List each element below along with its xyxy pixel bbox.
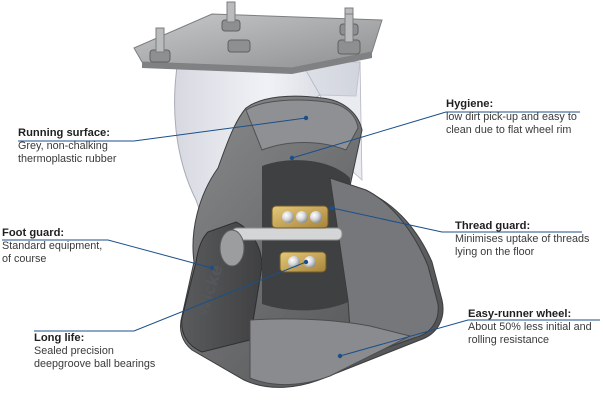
callout-foot-guard-title: Foot guard: xyxy=(2,227,65,239)
callout-foot-guard-line-1: Standard equipment, xyxy=(2,240,103,252)
callout-running-surface-line-2: thermoplastic rubber xyxy=(18,153,117,165)
bolt-center xyxy=(227,39,251,53)
running-surface-tread xyxy=(245,99,359,151)
leader-foot-guard xyxy=(2,239,213,269)
dot-hygiene xyxy=(289,155,295,161)
callout-hygiene-line-1: low dirt pick-up and easy to xyxy=(446,111,577,123)
dot-easy-runner xyxy=(337,353,343,359)
callout-long-life-line-2: deepgroove ball bearings xyxy=(34,358,156,370)
callout-hygiene-title: Hygiene: xyxy=(446,98,494,110)
callout-running-surface: Running surface: Grey, non-chalking ther… xyxy=(18,126,116,166)
callout-easy-runner-line-2: rolling resistance xyxy=(468,334,550,346)
mounting-plate-edge xyxy=(142,52,372,74)
callout-foot-guard: Foot guard: Standard equipment, of cours… xyxy=(2,226,102,266)
callout-hygiene: Hygiene: low dirt pick-up and easy to cl… xyxy=(446,97,577,137)
callout-long-life-line-1: Sealed precision xyxy=(34,345,114,357)
dot-long-life xyxy=(303,259,309,265)
dot-thread-guard xyxy=(329,205,335,211)
callout-running-surface-line-1: Grey, non-chalking xyxy=(18,140,108,152)
bolt-front-left xyxy=(149,27,171,63)
callout-thread-guard: Thread guard: Minimises uptake of thread… xyxy=(455,219,589,259)
callout-long-life-title: Long life: xyxy=(34,332,85,344)
leader-easy-runner xyxy=(339,319,600,357)
callout-thread-guard-line-1: Minimises uptake of threads xyxy=(455,233,590,245)
leader-thread-guard xyxy=(331,207,582,233)
thread-guard-wall xyxy=(329,177,439,361)
lower-ball-bearing xyxy=(279,251,327,273)
callout-easy-runner-line-1: About 50% less initial and xyxy=(468,321,592,333)
leader-running-surface xyxy=(18,117,307,142)
callout-easy-runner: Easy-runner wheel: About 50% less initia… xyxy=(468,307,592,347)
leader-hygiene xyxy=(291,111,580,159)
bolt-rear-left xyxy=(221,1,241,32)
dot-running-surface xyxy=(303,115,309,121)
axle xyxy=(231,227,343,241)
callout-thread-guard-line-2: lying on the floor xyxy=(455,246,535,258)
dot-foot-guard xyxy=(209,265,215,271)
callout-easy-runner-title: Easy-runner wheel: xyxy=(468,308,572,320)
leader-long-life xyxy=(34,261,307,332)
callout-long-life: Long life: Sealed precision deepgroove b… xyxy=(34,331,155,371)
upper-ball-bearing xyxy=(271,205,329,229)
callout-foot-guard-line-2: of course xyxy=(2,253,47,265)
bolt-front-right xyxy=(337,13,361,55)
callout-thread-guard-title: Thread guard: xyxy=(455,220,531,232)
callout-running-surface-title: Running surface: xyxy=(18,127,110,139)
axle-cap xyxy=(219,229,245,267)
callout-hygiene-line-2: clean due to flat wheel rim xyxy=(446,124,572,136)
